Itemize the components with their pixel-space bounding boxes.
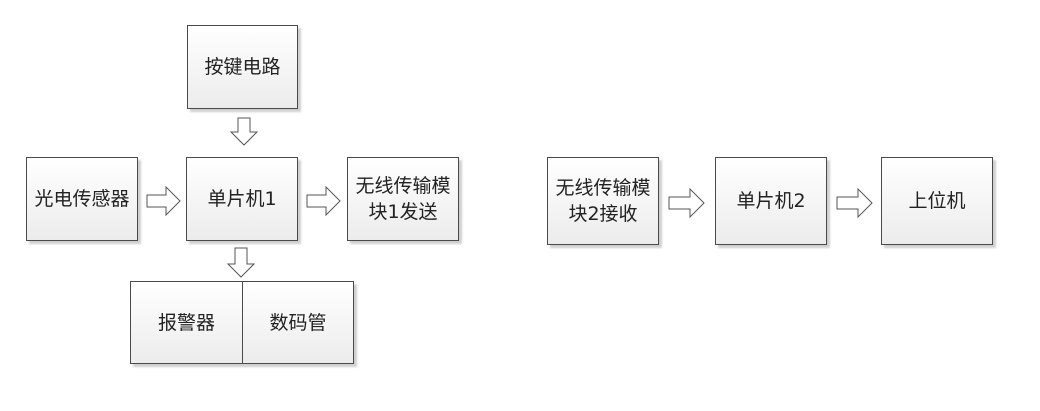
arrow-right-icon: [306, 186, 341, 216]
node-mcu1: 单片机1: [186, 157, 298, 241]
node-alarm: 报警器: [130, 281, 243, 364]
arrow-right-icon: [668, 188, 705, 218]
arrow-down-icon: [229, 117, 259, 146]
node-mcu2: 单片机2: [715, 157, 827, 245]
node-sensor: 光电传感器: [26, 157, 138, 241]
node-rx: 无线传输模块2接收: [547, 157, 659, 245]
arrow-right-icon: [836, 188, 873, 218]
node-display: 数码管: [242, 281, 354, 364]
arrow-down-icon: [226, 247, 256, 278]
node-keys: 按键电路: [187, 25, 298, 109]
arrow-right-icon: [146, 186, 181, 216]
node-host: 上位机: [881, 157, 993, 245]
node-tx: 无线传输模块1发送: [347, 157, 459, 241]
